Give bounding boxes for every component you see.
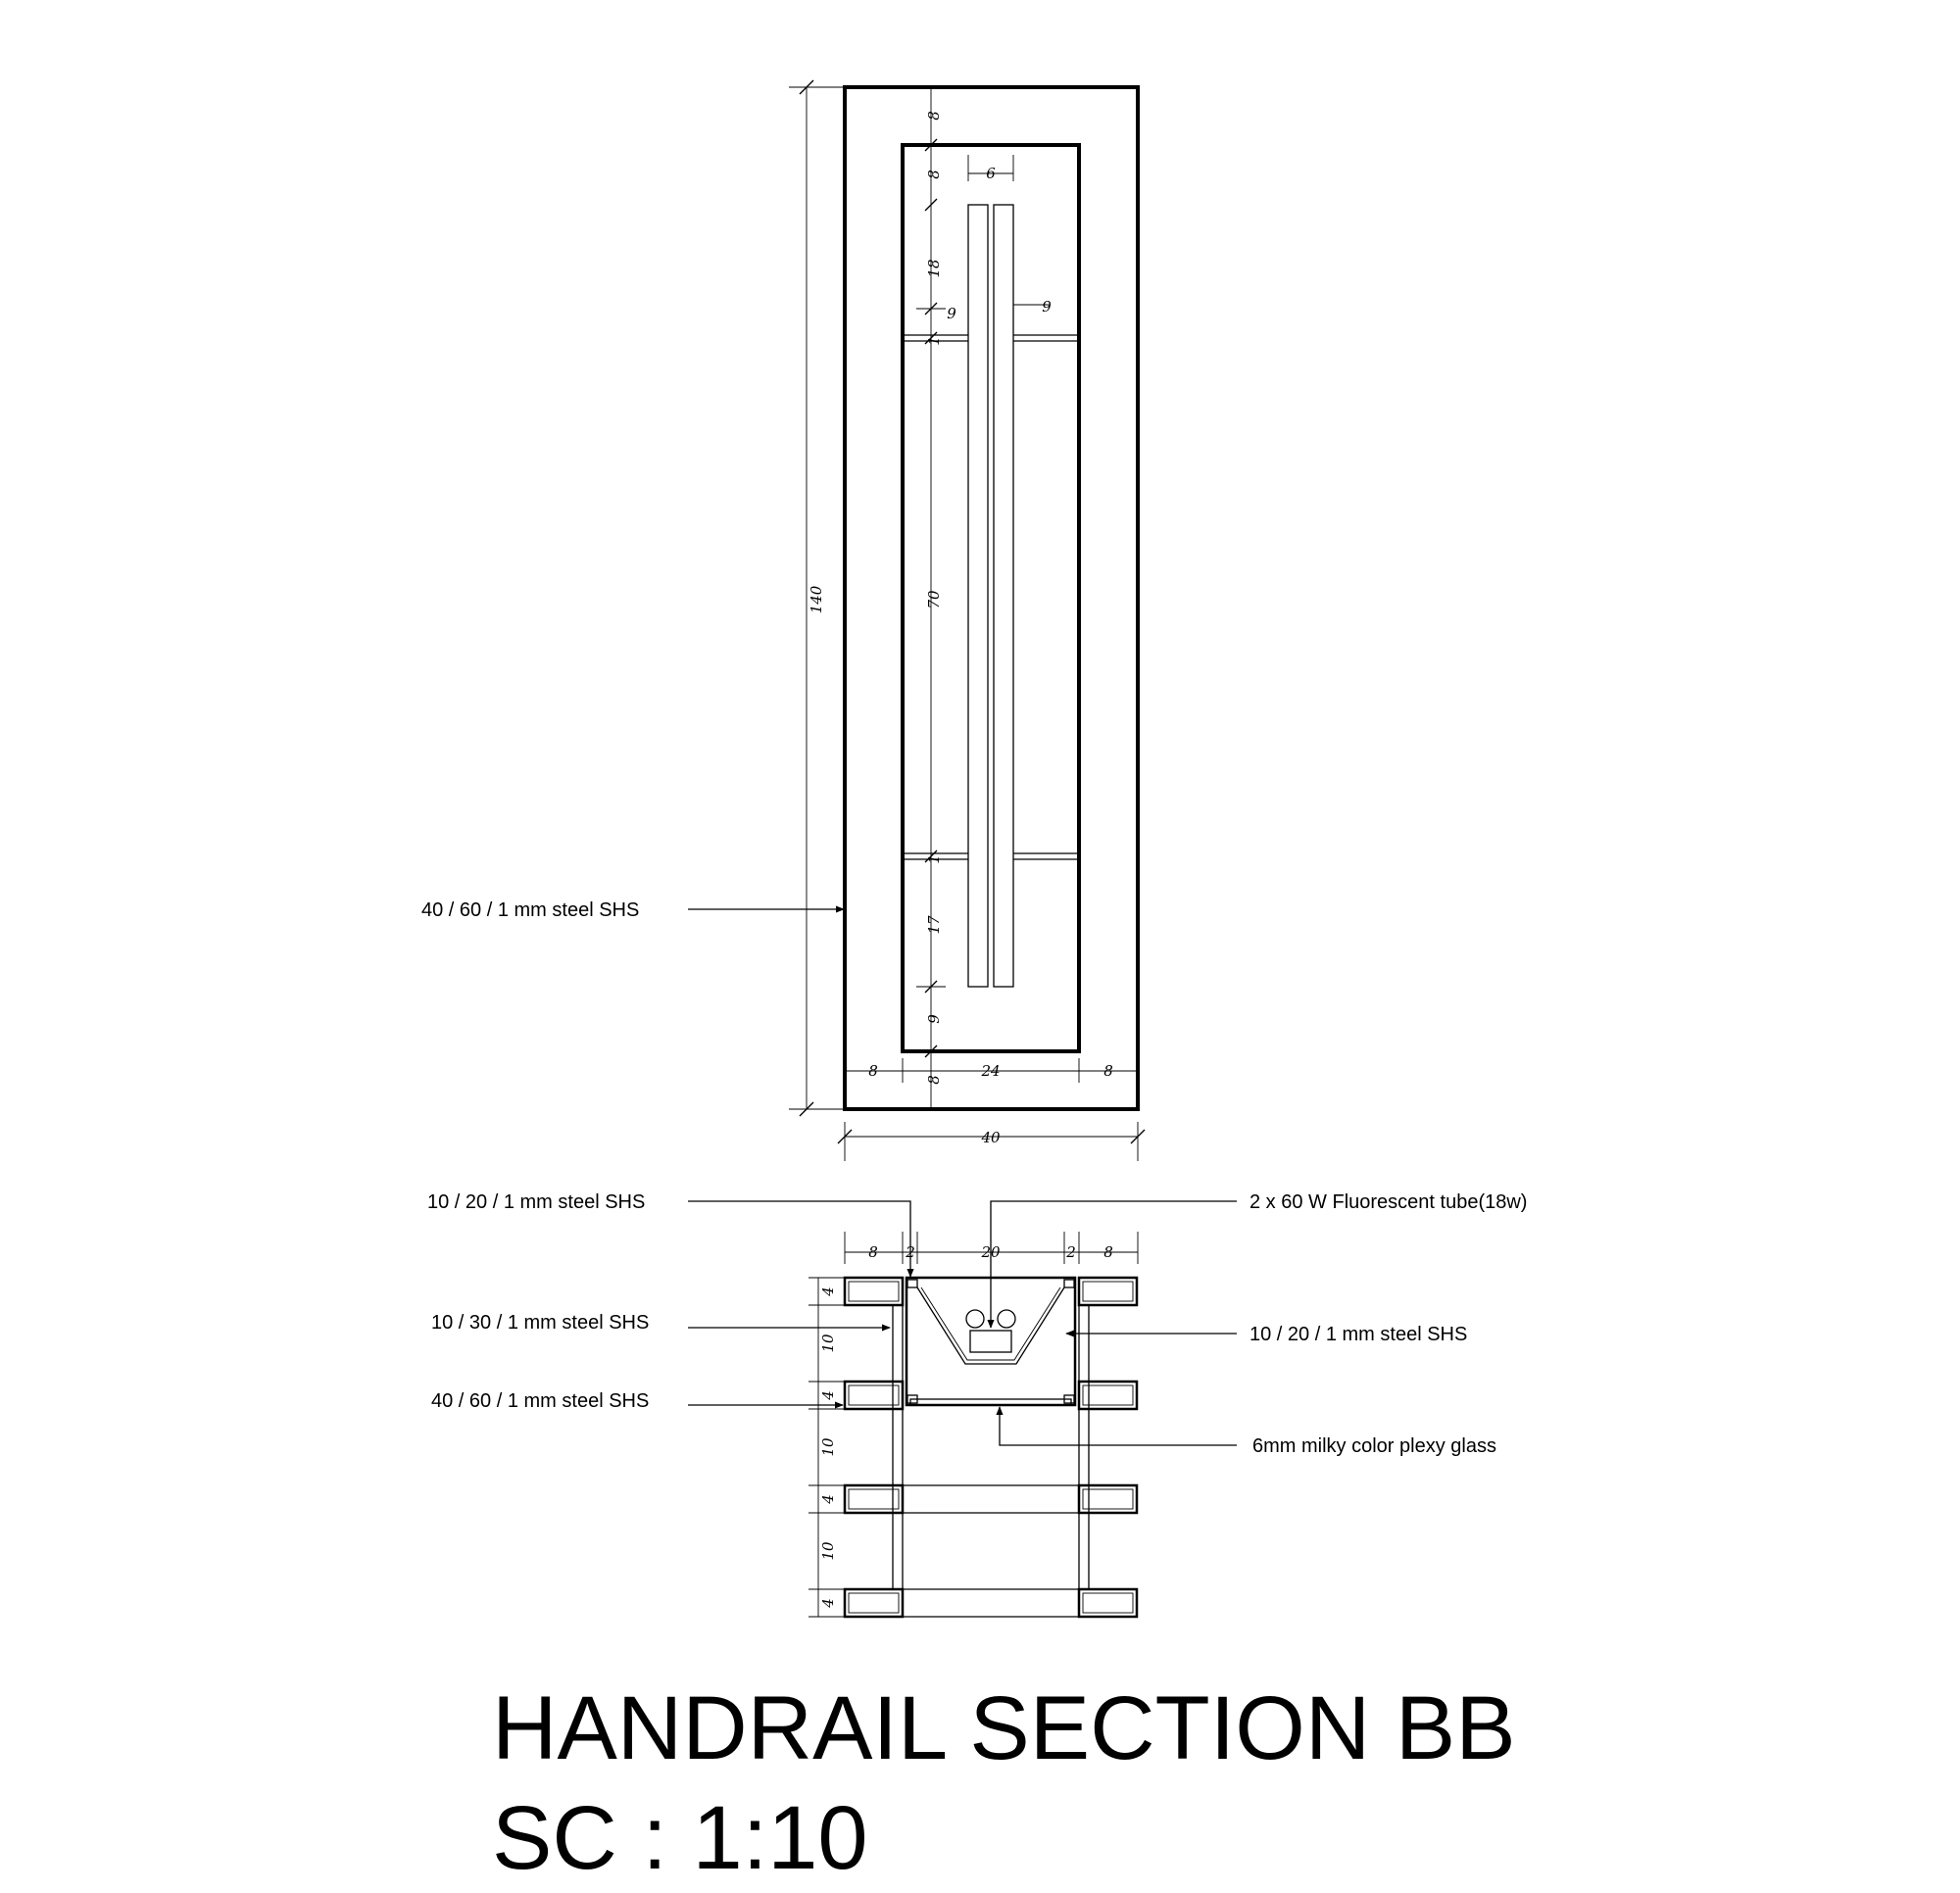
bottom-right-label: 8	[1103, 1062, 1113, 1080]
section-callouts: 10 / 20 / 1 mm steel SHS 2 x 60 W Fluore…	[427, 1191, 1527, 1457]
top-left-profile-label: 10 / 20 / 1 mm steel SHS	[427, 1191, 645, 1213]
w-gap-right-label: 2	[1065, 1243, 1076, 1261]
overall-height-dimension: 140	[789, 79, 845, 1117]
top-margin-label: 8	[925, 111, 943, 121]
elevation-profile-callout: 40 / 60 / 1 mm steel SHS	[421, 899, 845, 921]
elevation-profile-label: 40 / 60 / 1 mm steel SHS	[421, 899, 639, 921]
slot-lower-label: 1	[925, 854, 943, 864]
reflector	[916, 1286, 1065, 1365]
h5-label: 4	[819, 1494, 837, 1505]
h3-label: 4	[819, 1390, 837, 1401]
plexy-glass-label: 6mm milky color plexy glass	[1252, 1435, 1496, 1457]
upper-gap-label: 18	[925, 259, 943, 277]
lower-gap-label: 17	[925, 915, 943, 935]
ballast	[969, 1330, 1012, 1353]
w-left-label: 8	[868, 1243, 878, 1261]
middle-label: 70	[925, 590, 943, 609]
h4-label: 10	[819, 1437, 837, 1457]
rails	[843, 1276, 1139, 1619]
inner-top-margin-label: 8	[925, 170, 943, 179]
tube-spacing-label: 6	[986, 165, 996, 182]
w-right-label: 8	[1103, 1243, 1113, 1261]
bottom-center-label: 24	[980, 1062, 1000, 1080]
h1-label: 4	[819, 1286, 837, 1297]
bottom-gap-label: 9	[925, 1014, 943, 1024]
bottom-width-dimension: 8 24 8	[845, 1058, 1138, 1083]
lower-slot	[903, 852, 1079, 860]
posts	[892, 1278, 1090, 1589]
overall-width-dimension: 40	[837, 1122, 1146, 1161]
upper-slot	[903, 334, 1079, 342]
rail-inner-lines	[848, 1281, 1134, 1614]
h2-label: 10	[819, 1334, 837, 1353]
tube-spacing-dimension: 6	[967, 155, 1014, 182]
drawing-title: HANDRAIL SECTION BB	[492, 1678, 1516, 1778]
h7-label: 4	[819, 1598, 837, 1609]
left-tick-label: 9	[947, 305, 956, 322]
rail-profile-label: 40 / 60 / 1 mm steel SHS	[431, 1390, 649, 1412]
slot-upper-label: 1	[925, 336, 943, 346]
outer-frame	[843, 85, 1140, 1111]
bottom-left-label: 8	[868, 1062, 878, 1080]
h6-label: 10	[819, 1541, 837, 1561]
tube-left	[967, 204, 989, 988]
vertical-chain-dimension: 8 8 18 9 9 1 70 1 17 9 8	[916, 87, 1052, 1109]
plexy-glass-panel	[909, 1398, 1072, 1406]
right-tick-label: 9	[1042, 298, 1052, 316]
section-height-dimension: 4 10 4 10 4 10 4	[808, 1277, 845, 1618]
inner-frame	[901, 143, 1081, 1053]
overall-height-label: 140	[808, 585, 825, 613]
post-profile-label: 10 / 30 / 1 mm steel SHS	[431, 1312, 649, 1334]
fluorescent-tube-label: 2 x 60 W Fluorescent tube(18w)	[1250, 1191, 1527, 1213]
drawing-scale: SC : 1:10	[492, 1788, 868, 1888]
tube-right	[993, 204, 1014, 988]
fluorescent-tube-right-icon	[997, 1309, 1016, 1329]
elevation-view: 140 8 8 18 9 9 1 70 1 17 9 8	[421, 79, 1146, 1161]
overall-width-label: 40	[980, 1129, 1001, 1146]
fluorescent-tube-left-icon	[965, 1309, 985, 1329]
connecting-bars	[903, 1484, 1079, 1618]
right-profile-label: 10 / 20 / 1 mm steel SHS	[1250, 1324, 1467, 1345]
bottom-margin-label: 8	[925, 1075, 943, 1085]
cross-section-view: 8 2 20 2 8	[427, 1191, 1527, 1619]
